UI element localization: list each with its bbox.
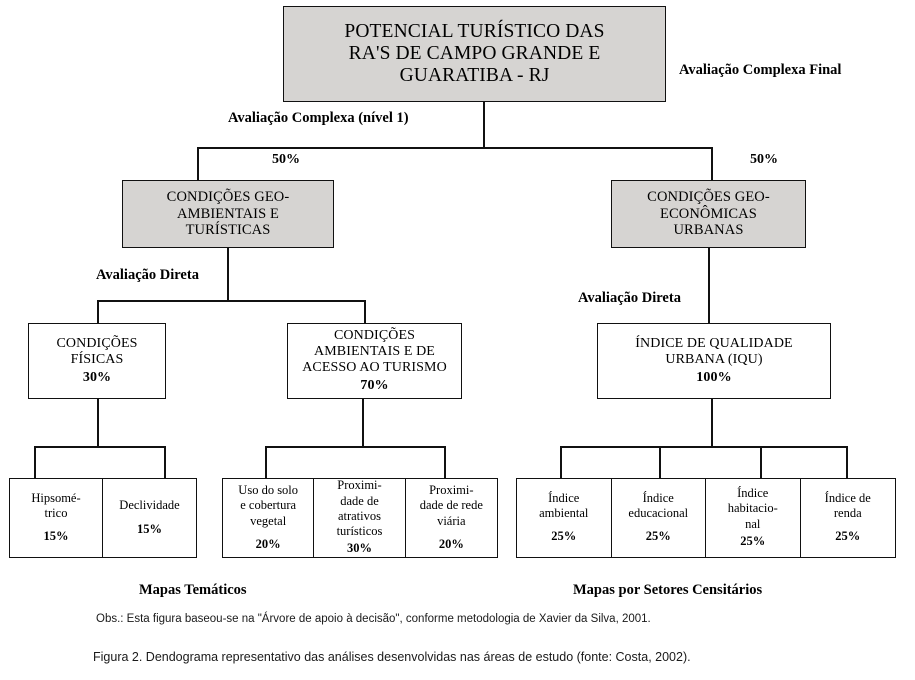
connector-geoambiental-stem <box>227 248 229 300</box>
connector-left-level3-drop-a <box>97 300 99 323</box>
connector-iqu-drop-a <box>560 446 562 478</box>
root-node-title: POTENCIAL TURÍSTICO DAS RA'S DE CAMPO GR… <box>344 20 605 87</box>
leaf-indice-ambiental-title: Índice ambiental <box>539 490 589 520</box>
level2-node-geoeconomica: CONDIÇÕES GEO- ECONÔMICAS URBANAS <box>611 180 806 248</box>
connector-level1-left-drop <box>197 147 199 180</box>
leaf-indice-ambiental-weight: 25% <box>551 529 577 544</box>
leaf-uso-do-solo-title: Uso do solo e cobertura vegetal <box>238 483 299 528</box>
level3-node-iqu-weight: 100% <box>696 370 732 386</box>
level2-right-weight: 50% <box>750 152 778 167</box>
root-node-box: POTENCIAL TURÍSTICO DAS RA'S DE CAMPO GR… <box>283 6 666 102</box>
leaf-proximidade-rede-viaria: Proximi- dade de rede viária 20% <box>406 479 497 557</box>
level3-node-iqu-title: ÍNDICE DE QUALIDADE URBANA (IQU) <box>635 335 793 367</box>
leaf-indice-educacional-weight: 25% <box>645 529 671 544</box>
leaf-declividade: Declividade 15% <box>103 479 196 557</box>
leaf-indice-habitacional-title: Índice habitacio- nal <box>727 486 778 531</box>
obs-note: Obs.: Esta figura baseou-se na "Árvore d… <box>96 613 651 625</box>
leaf-proximidade-atrativos-weight: 30% <box>346 541 372 556</box>
leaf-indice-ambiental: Índice ambiental 25% <box>517 479 612 557</box>
connector-geoeconomica-stem <box>708 248 710 323</box>
leaf-proximidade-rede-viaria-title: Proximi- dade de rede viária <box>419 483 483 528</box>
connector-fisicas-drop-b <box>164 446 166 478</box>
footer-label-right: Mapas por Setores Censitários <box>573 582 763 598</box>
leaf-group-environmental: Uso do solo e cobertura vegetal 20% Prox… <box>222 478 498 558</box>
connector-iqu-drop-c <box>760 446 762 478</box>
connector-iqu-drop-d <box>846 446 848 478</box>
leaf-proximidade-rede-viaria-weight: 20% <box>438 536 464 551</box>
avaliacao-direta-right-label: Avaliação Direta <box>578 290 681 306</box>
connector-fisicas-drop-a <box>34 446 36 478</box>
leaf-group-urban: Índice ambiental 25% Índice educacional … <box>516 478 896 558</box>
connector-iqu-stem <box>711 399 713 446</box>
connector-iqu-bus <box>560 446 848 448</box>
footer-label-left: Mapas Temáticos <box>139 582 247 598</box>
leaf-uso-do-solo: Uso do solo e cobertura vegetal 20% <box>223 479 315 557</box>
connector-ambientais-stem <box>362 399 364 446</box>
level2-left-weight: 50% <box>272 152 300 167</box>
leaf-indice-renda: Índice de renda 25% <box>801 479 896 557</box>
level3-node-condicoes-fisicas-title: CONDIÇÕES FÍSICAS <box>56 335 138 367</box>
leaf-hipsometrico: Hipsomé- trico 15% <box>10 479 103 557</box>
connector-fisicas-stem <box>97 399 99 446</box>
leaf-indice-educacional-title: Índice educacional <box>628 490 689 520</box>
leaf-indice-habitacional-weight: 25% <box>740 533 766 548</box>
leaf-proximidade-atrativos: Proximi- dade de atrativos turísticos 30… <box>314 478 406 557</box>
connector-fisicas-bus <box>34 446 165 448</box>
level3-node-condicoes-fisicas: CONDIÇÕES FÍSICAS 30% <box>28 323 166 399</box>
leaf-indice-educacional: Índice educacional 25% <box>612 479 706 557</box>
leaf-hipsometrico-title: Hipsomé- trico <box>31 490 81 520</box>
level2-node-geoambiental: CONDIÇÕES GEO- AMBIENTAIS E TURÍSTICAS <box>122 180 334 248</box>
level2-node-geoambiental-title: CONDIÇÕES GEO- AMBIENTAIS E TURÍSTICAS <box>166 189 290 239</box>
leaf-indice-renda-title: Índice de renda <box>824 490 871 520</box>
level2-node-geoeconomica-title: CONDIÇÕES GEO- ECONÔMICAS URBANAS <box>647 189 770 239</box>
connector-left-level3-drop-b <box>364 300 366 323</box>
leaf-hipsometrico-weight: 15% <box>43 529 69 544</box>
connector-level1-bus <box>197 147 712 149</box>
connector-ambientais-bus <box>265 446 446 448</box>
avaliacao-direta-left-label: Avaliação Direta <box>96 267 199 283</box>
level3-node-condicoes-ambientais-weight: 70% <box>360 378 389 394</box>
connector-level1-right-drop <box>711 147 713 180</box>
level3-node-condicoes-fisicas-weight: 30% <box>82 370 112 386</box>
leaf-proximidade-atrativos-title: Proximi- dade de atrativos turísticos <box>336 478 383 539</box>
level3-node-iqu: ÍNDICE DE QUALIDADE URBANA (IQU) 100% <box>597 323 831 399</box>
level3-node-condicoes-ambientais: CONDIÇÕES AMBIENTAIS E DE ACESSO AO TURI… <box>287 323 462 399</box>
connector-left-level3-bus <box>97 300 365 302</box>
leaf-uso-do-solo-weight: 20% <box>255 536 281 551</box>
connector-root-stem <box>483 102 485 147</box>
leaf-declividade-weight: 15% <box>137 521 162 536</box>
leaf-indice-habitacional: Índice habitacio- nal 25% <box>706 479 801 557</box>
root-side-label: Avaliação Complexa Final <box>679 62 842 78</box>
leaf-indice-renda-weight: 25% <box>835 529 861 544</box>
level1-label: Avaliação Complexa (nível 1) <box>228 110 409 126</box>
leaf-group-physical: Hipsomé- trico 15% Declividade 15% <box>9 478 197 558</box>
leaf-declividade-title: Declividade <box>119 498 180 513</box>
connector-iqu-drop-b <box>659 446 661 478</box>
figure-caption: Figura 2. Dendograma representativo das … <box>93 650 691 664</box>
level3-node-condicoes-ambientais-title: CONDIÇÕES AMBIENTAIS E DE ACESSO AO TURI… <box>302 327 447 375</box>
connector-ambientais-drop-b <box>444 446 446 478</box>
connector-ambientais-drop-a <box>265 446 267 478</box>
